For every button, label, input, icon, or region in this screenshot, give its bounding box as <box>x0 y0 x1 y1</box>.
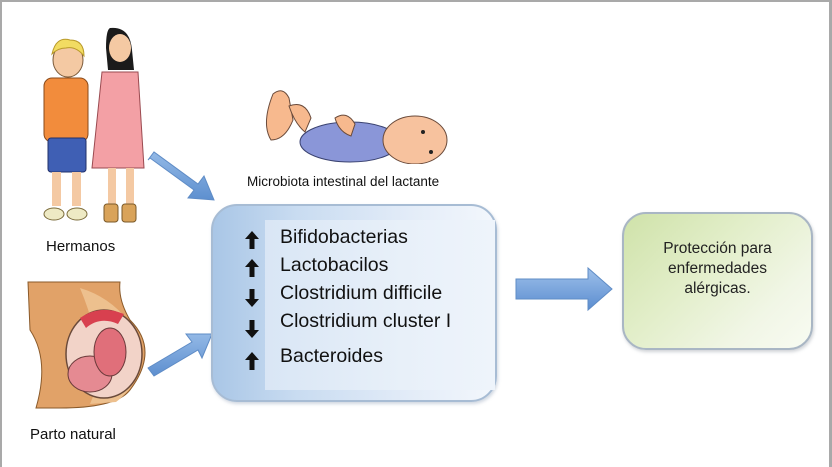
outcome-line: enfermedades <box>667 260 768 277</box>
outcome-line: alérgicas. <box>684 280 751 297</box>
microbiota-name: Clostridium cluster I <box>280 310 452 332</box>
microbiota-box-inner <box>265 220 495 390</box>
arrow-birth-to-microbiota <box>147 333 213 377</box>
siblings-label: Hermanos <box>46 238 116 255</box>
infant-label: Microbiota intestinal del lactante <box>247 174 440 189</box>
baby-illustration <box>266 90 448 164</box>
microbiota-box: Bifidobacterias Lactobacilos Clostridium… <box>211 204 497 402</box>
siblings-illustration <box>43 27 145 223</box>
microbiota-name: Clostridium difficile <box>280 282 443 304</box>
arrow-siblings-to-microbiota <box>147 151 215 201</box>
increase-arrow-icon <box>245 259 259 277</box>
decrease-arrow-icon <box>245 289 259 307</box>
natural-birth-label: Parto natural <box>30 426 116 443</box>
microbiota-name: Bifidobacterias <box>280 226 408 248</box>
microbiota-name: Bacteroides <box>280 345 383 367</box>
pregnant-woman-illustration <box>27 281 146 409</box>
outcome-text: Protección para enfermedades alérgicas. <box>624 239 811 299</box>
arrow-microbiota-to-outcome <box>515 266 613 312</box>
outcome-line: Protección para <box>663 240 772 257</box>
microbiota-name: Lactobacilos <box>280 254 389 276</box>
increase-arrow-icon <box>245 231 259 249</box>
outcome-box: Protección para enfermedades alérgicas. <box>622 212 813 350</box>
increase-arrow-icon <box>245 352 259 370</box>
decrease-arrow-icon <box>245 320 259 338</box>
